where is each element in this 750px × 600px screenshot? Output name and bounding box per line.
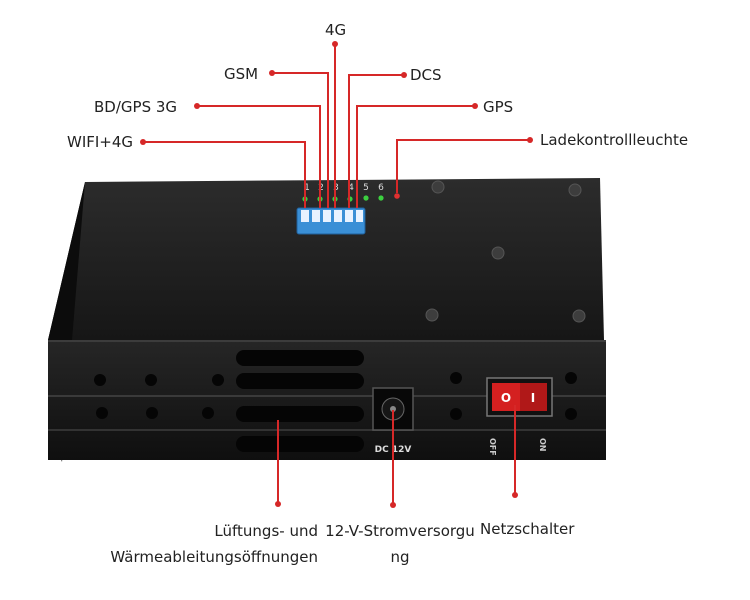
label-power-supply: 12-V-Stromversorgung: [325, 522, 475, 566]
power-switch[interactable]: O I: [486, 377, 553, 417]
screw-icon: [425, 308, 439, 322]
label-gps: GPS: [483, 98, 514, 116]
switch-off-symbol: O: [501, 391, 511, 405]
label-gsm: GSM: [224, 65, 259, 83]
screw-icon: [491, 246, 505, 260]
label-bdgps-3g: BD/GPS 3G: [94, 98, 178, 116]
dip-number: 6: [378, 183, 384, 193]
status-leds: [302, 193, 400, 202]
top-screws: [425, 180, 586, 323]
dip-switch[interactable]: [296, 207, 366, 235]
led-green: [363, 195, 369, 201]
label-power-switch: Netzschalter: [480, 520, 575, 538]
label-4g: 4G: [325, 21, 347, 39]
vent-slot: [236, 436, 364, 452]
vent-slot: [236, 373, 364, 389]
dip-number: 1: [304, 183, 310, 193]
switch-on-symbol: I: [531, 391, 535, 405]
on-label: ON: [538, 438, 547, 452]
label-wifi-4g: WIFI+4G: [67, 133, 134, 151]
dip-number: 5: [363, 183, 369, 193]
dip-number: 4: [348, 183, 354, 193]
label-vents: Lüftungs- und Wärmeableitungsöffnungen: [110, 522, 318, 566]
led-green: [378, 195, 384, 201]
screw-icon: [568, 183, 582, 197]
callout-dots: [140, 41, 533, 508]
label-charge-led: Ladekontrollleuchte: [540, 131, 689, 149]
screw-icon: [572, 309, 586, 323]
led-red-charge: [394, 193, 400, 199]
callout-lines: [143, 42, 530, 503]
off-label: OFF: [488, 438, 497, 456]
front-holes: [94, 372, 577, 420]
label-dcs: DCS: [410, 66, 442, 84]
device-top-face: [48, 178, 604, 340]
screw-icon: [431, 180, 445, 194]
vent-slot: [236, 406, 364, 422]
vent-slots: [236, 350, 364, 452]
vent-slot: [236, 350, 364, 366]
